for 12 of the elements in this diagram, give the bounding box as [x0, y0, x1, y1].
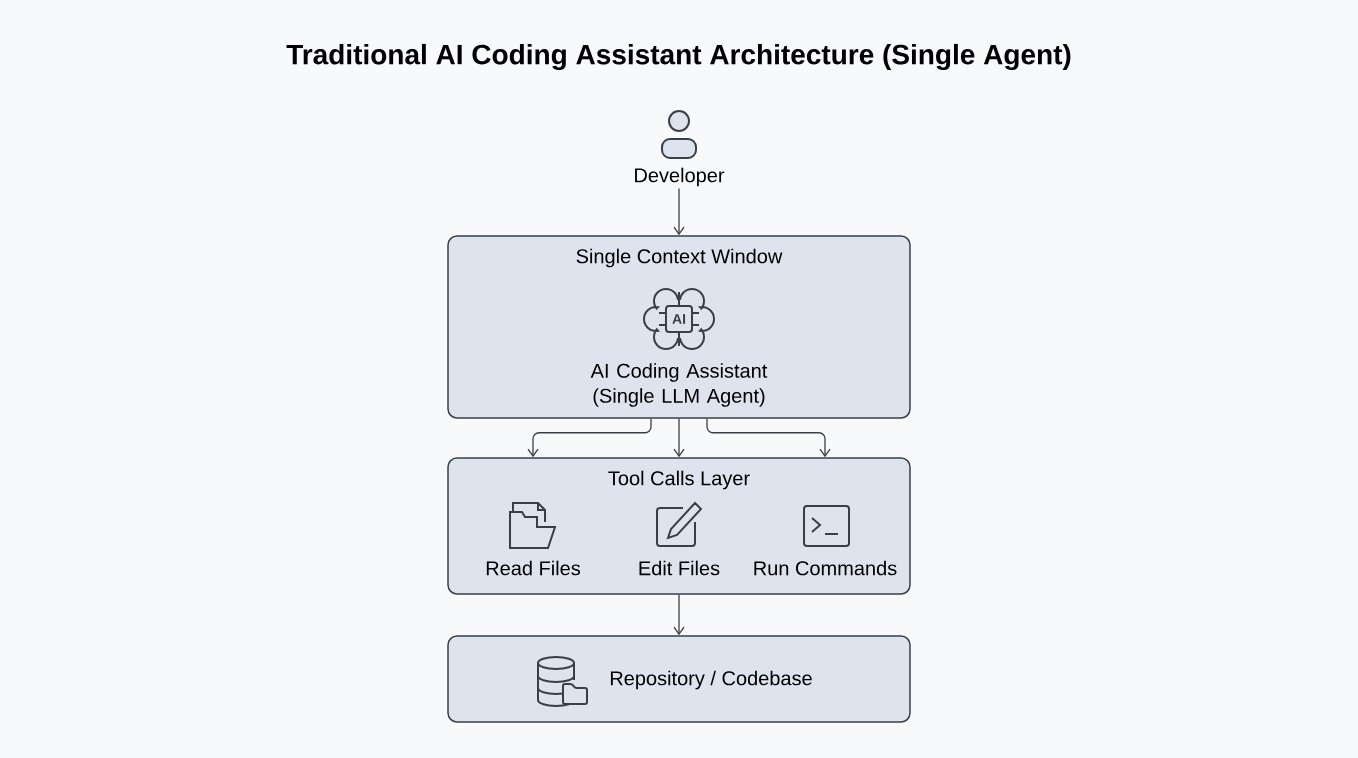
node-label: Edit Files	[639, 560, 720, 576]
arrow	[673, 418, 685, 458]
node-label: Developer	[635, 167, 725, 187]
node-label: Run Commands	[754, 560, 897, 576]
title: Traditional AI Coding Assistant Architecture (Single Agent)	[286, 43, 1071, 71]
arrow	[527, 418, 652, 458]
arrow	[673, 594, 685, 636]
arrow	[673, 187, 685, 236]
node-label: Read Files	[486, 560, 581, 576]
arrow	[706, 418, 831, 458]
icon-label: AI	[672, 314, 686, 324]
layer-box: Repository / Codebase	[447, 635, 911, 723]
